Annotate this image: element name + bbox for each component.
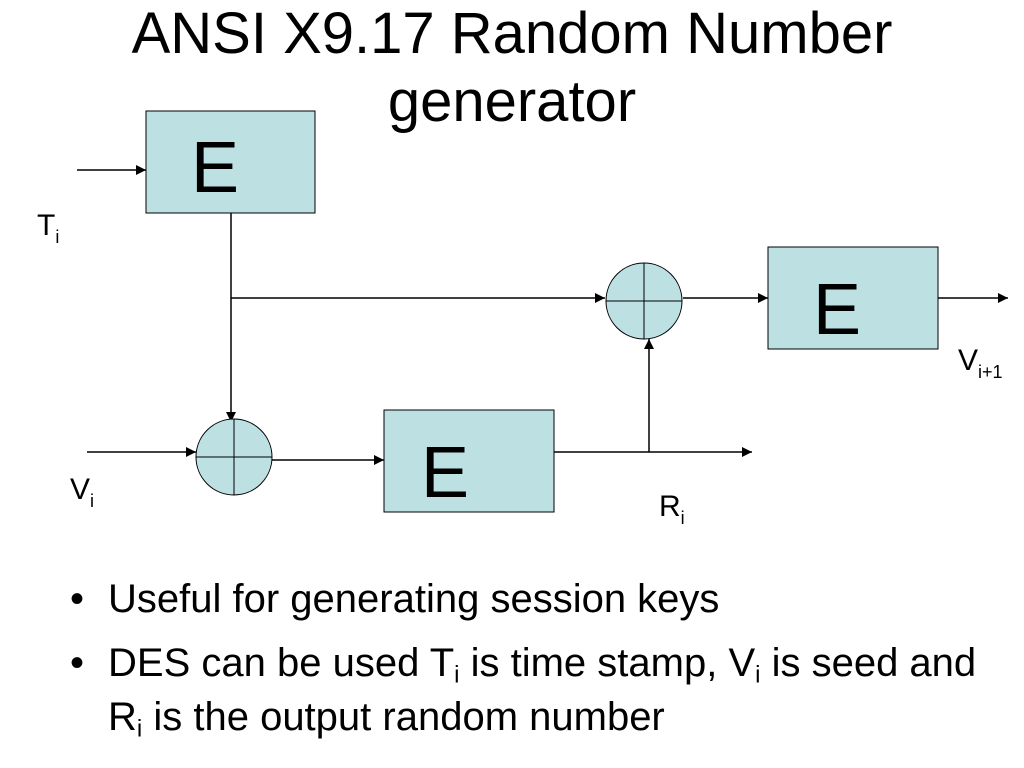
diagram-labels: Ti Vi Ri Vi+1	[37, 209, 1003, 528]
encrypt-block-right: E	[767, 246, 939, 350]
connectors	[77, 165, 1008, 465]
xor-operator-right	[605, 262, 683, 340]
bullet-item-des-usage: • DES can be used Ti is time stamp, Vi i…	[70, 636, 1010, 744]
encrypt-box	[145, 110, 316, 214]
encrypt-block-label: E	[421, 433, 469, 513]
encrypt-block-top: E	[145, 110, 316, 214]
xor-operator-left	[195, 418, 273, 496]
bullet-marker: •	[70, 577, 85, 621]
label-ri: Ri	[659, 490, 685, 528]
label-ti: Ti	[37, 209, 59, 247]
encrypt-block-middle: E	[383, 409, 555, 513]
encrypt-box	[383, 409, 555, 513]
label-vi-plus-1: Vi+1	[958, 344, 1003, 382]
encrypt-box	[767, 246, 939, 350]
slide-title: ANSI X9.17 Random Number generator	[0, 0, 1024, 136]
bullet-text: DES can be used Ti is time stamp, Vi is …	[108, 641, 977, 743]
slide-title-line-2: generator	[387, 69, 637, 134]
encrypt-block-label: E	[813, 270, 861, 350]
bullet-marker: •	[70, 641, 85, 685]
label-vi: Vi	[70, 473, 94, 511]
bullet-item-session-keys: • Useful for generating session keys	[70, 572, 1010, 626]
slide-title-line-1: ANSI X9.17 Random Number	[131, 1, 893, 66]
encrypt-block-label: E	[191, 128, 239, 208]
bullet-text: Useful for generating session keys	[108, 577, 720, 621]
bullet-list: • Useful for generating session keys • D…	[70, 572, 1010, 754]
